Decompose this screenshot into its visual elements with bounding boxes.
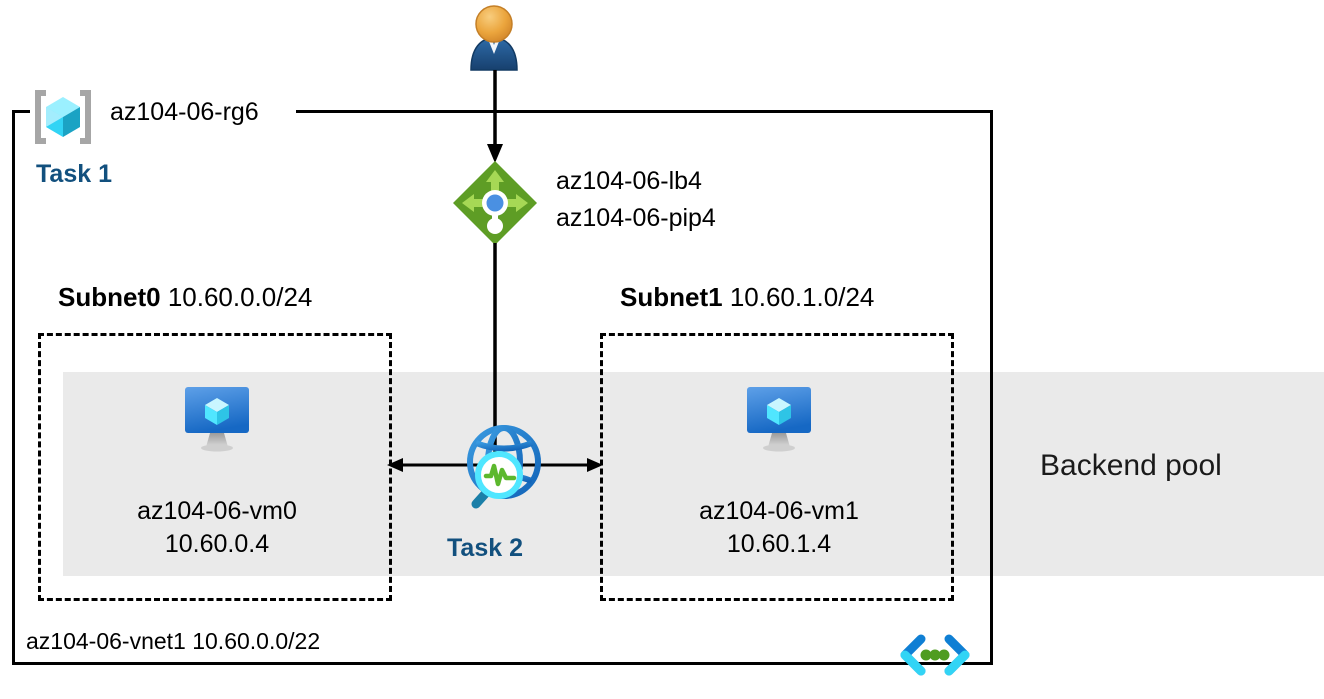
vm1-name: az104-06-vm1 [699, 497, 859, 525]
virtual-machine-icon [747, 387, 811, 452]
virtual-network-icon [900, 634, 970, 676]
vm1-labels: az104-06-vm1 10.60.1.4 [672, 495, 886, 561]
load-balancer-icon [453, 161, 537, 245]
subnet0-boundary [38, 333, 392, 601]
subnet0-name: Subnet0 [58, 282, 161, 312]
resource-group-border-right [990, 110, 993, 665]
resource-group-border-top-left [12, 110, 30, 113]
subnet1-cidr: 10.60.1.0/24 [729, 282, 875, 312]
resource-group-border-top-right [296, 110, 993, 113]
resource-group-border-bottom [12, 662, 993, 665]
virtual-network-label: az104-06-vnet1 10.60.0.0/22 [24, 627, 323, 655]
vm0-labels: az104-06-vm0 10.60.0.4 [110, 495, 324, 561]
load-balancer-labels: az104-06-lb4 az104-06-pip4 [556, 163, 716, 237]
task-2-label: Task 2 [447, 534, 523, 562]
subnet1-title: Subnet1 10.60.1.0/24 [620, 282, 874, 312]
vm0-name: az104-06-vm0 [137, 497, 297, 525]
vm1-ip: 10.60.1.4 [726, 530, 832, 558]
load-balancer-name: az104-06-lb4 [556, 167, 702, 195]
virtual-machine-icon [185, 387, 249, 452]
subnet0-title: Subnet0 10.60.0.0/24 [58, 282, 312, 312]
backend-pool-label: Backend pool [1040, 449, 1222, 482]
vm0-ip: 10.60.0.4 [164, 530, 270, 558]
subnet1-name: Subnet1 [620, 282, 723, 312]
backend-pool-band [63, 372, 1324, 576]
resource-group-name-label: az104-06-rg6 [110, 98, 259, 126]
client-to-load-balancer-arrow [487, 70, 503, 163]
network-watcher-globe-magnifier-icon [467, 425, 541, 509]
subnet0-cidr: 10.60.0.0/24 [167, 282, 313, 312]
user-person-icon [470, 5, 518, 71]
subnet1-boundary [600, 333, 954, 601]
public-ip-name: az104-06-pip4 [556, 204, 716, 232]
resource-group-border-left [12, 110, 15, 665]
resource-group-cube-icon [35, 90, 91, 144]
task-1-label: Task 1 [36, 160, 112, 188]
